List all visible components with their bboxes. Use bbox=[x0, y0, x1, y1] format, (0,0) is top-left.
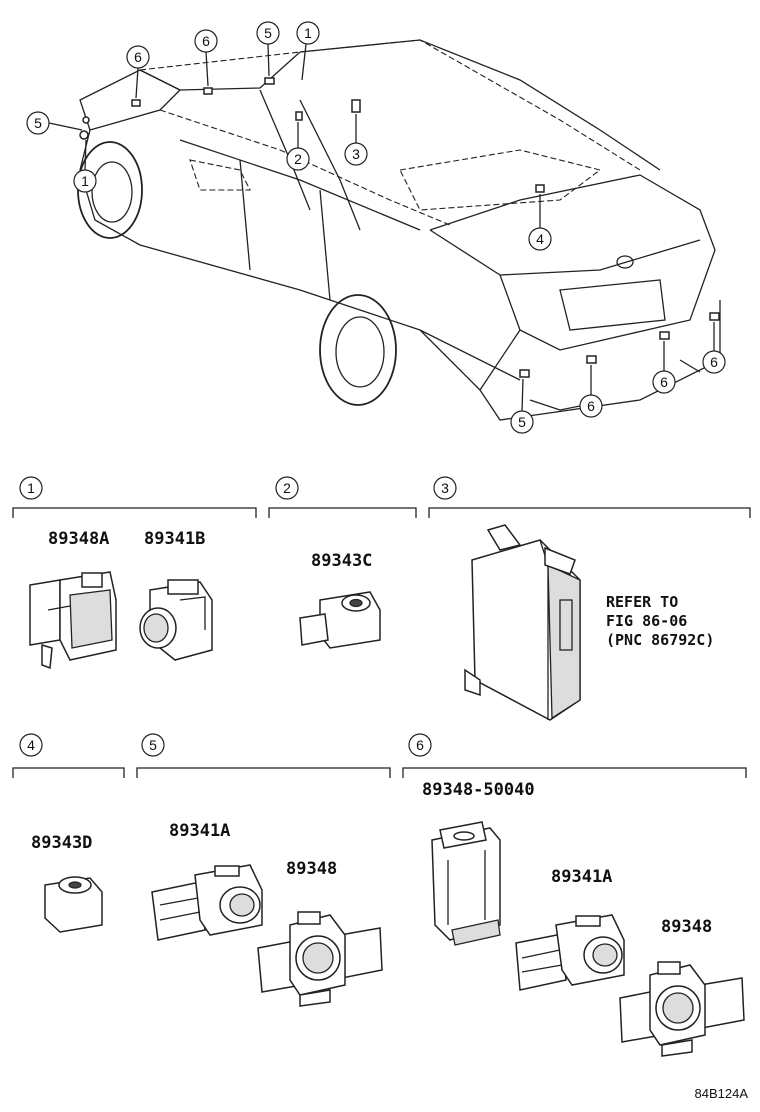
part-89348A-drawing bbox=[29, 571, 117, 670]
section-1-number: 1 bbox=[27, 480, 35, 496]
part-89341A-drawing-a bbox=[151, 864, 263, 941]
part-89343D-label: 89343D bbox=[31, 833, 92, 853]
section-6-bracket bbox=[402, 767, 747, 778]
figure-code: 84B124A bbox=[695, 1086, 749, 1101]
part-89348A-label: 89348A bbox=[48, 529, 109, 549]
part-89341A-label-a: 89341A bbox=[169, 821, 230, 841]
callout-6-c bbox=[579, 394, 603, 418]
section-2: 2 89343C bbox=[268, 476, 417, 649]
section-5-bracket bbox=[136, 767, 391, 778]
callout-6-e bbox=[702, 350, 726, 374]
callout-5-a-text: 5 bbox=[264, 25, 272, 41]
section-3: 3 REFER TO FIG 86-06 (PNC 86792C) bbox=[428, 476, 751, 721]
section-4-number: 4 bbox=[27, 737, 35, 753]
section-2-bracket bbox=[268, 507, 417, 518]
callout-5-b-text: 5 bbox=[34, 115, 42, 131]
refer-to-line-3: (PNC 86792C) bbox=[606, 631, 714, 649]
callout-1-a-text: 1 bbox=[304, 25, 312, 41]
part-89343D-drawing bbox=[44, 876, 103, 933]
part-ecu-drawing bbox=[464, 524, 581, 721]
part-89341A-label-b: 89341A bbox=[551, 867, 612, 887]
section-6: 6 89348-50040 89341A 89348 bbox=[402, 733, 747, 1057]
callout-6-a-text: 6 bbox=[134, 49, 142, 65]
part-89343C-label: 89343C bbox=[311, 551, 372, 571]
callout-6-d bbox=[652, 370, 676, 394]
callout-6-d-text: 6 bbox=[660, 374, 668, 390]
section-3-bracket bbox=[428, 507, 751, 518]
section-5: 5 89341A 89348 bbox=[136, 733, 391, 1007]
callout-5-b bbox=[26, 111, 50, 135]
callout-1-a bbox=[296, 21, 320, 45]
section-1-bracket bbox=[12, 507, 257, 518]
callout-6-c-text: 6 bbox=[587, 398, 595, 414]
section-1: 1 89348A 89341B bbox=[12, 476, 257, 670]
callout-6-a bbox=[126, 45, 150, 69]
refer-to-line-1: REFER TO bbox=[606, 593, 678, 611]
section-4-badge bbox=[19, 733, 43, 757]
section-5-badge bbox=[141, 733, 165, 757]
section-1-badge bbox=[19, 476, 43, 500]
callout-5-c bbox=[510, 410, 534, 434]
section-4-bracket bbox=[12, 767, 125, 778]
callout-6-b-text: 6 bbox=[202, 33, 210, 49]
section-2-badge bbox=[275, 476, 299, 500]
part-89348-drawing-b bbox=[619, 961, 745, 1057]
section-6-badge bbox=[408, 733, 432, 757]
callout-5-c-text: 5 bbox=[518, 414, 526, 430]
car-callouts: 6 6 5 1 5 1 2 3 4 5 6 6 bbox=[26, 21, 726, 434]
part-89348-50040-label: 89348-50040 bbox=[422, 780, 535, 800]
section-5-number: 5 bbox=[149, 737, 157, 753]
refer-to-line-2: FIG 86-06 bbox=[606, 612, 687, 630]
callout-2-a bbox=[286, 147, 310, 171]
car-illustration bbox=[77, 39, 721, 421]
part-89348-label-a: 89348 bbox=[286, 859, 337, 879]
callout-4-a-text: 4 bbox=[536, 231, 544, 247]
callout-6-b bbox=[194, 29, 218, 53]
part-89348-drawing-a bbox=[257, 911, 383, 1007]
part-89348-50040-drawing bbox=[431, 821, 501, 946]
part-89343C-drawing bbox=[299, 591, 381, 649]
callout-1-b-text: 1 bbox=[81, 173, 89, 189]
part-89341B-label: 89341B bbox=[144, 529, 205, 549]
section-2-number: 2 bbox=[283, 480, 291, 496]
part-89348-label-b: 89348 bbox=[661, 917, 712, 937]
part-89341B-drawing bbox=[139, 579, 213, 661]
callout-6-e-text: 6 bbox=[710, 354, 718, 370]
callout-4-a bbox=[528, 227, 552, 251]
callout-3-a bbox=[344, 142, 368, 166]
section-4: 4 89343D bbox=[12, 733, 125, 933]
callout-2-a-text: 2 bbox=[294, 151, 302, 167]
part-89341A-drawing-b bbox=[515, 914, 625, 991]
callout-1-b bbox=[73, 169, 97, 193]
section-3-badge bbox=[433, 476, 457, 500]
section-3-number: 3 bbox=[441, 480, 449, 496]
callout-5-a bbox=[256, 21, 280, 45]
section-6-number: 6 bbox=[416, 737, 424, 753]
callout-3-a-text: 3 bbox=[352, 146, 360, 162]
